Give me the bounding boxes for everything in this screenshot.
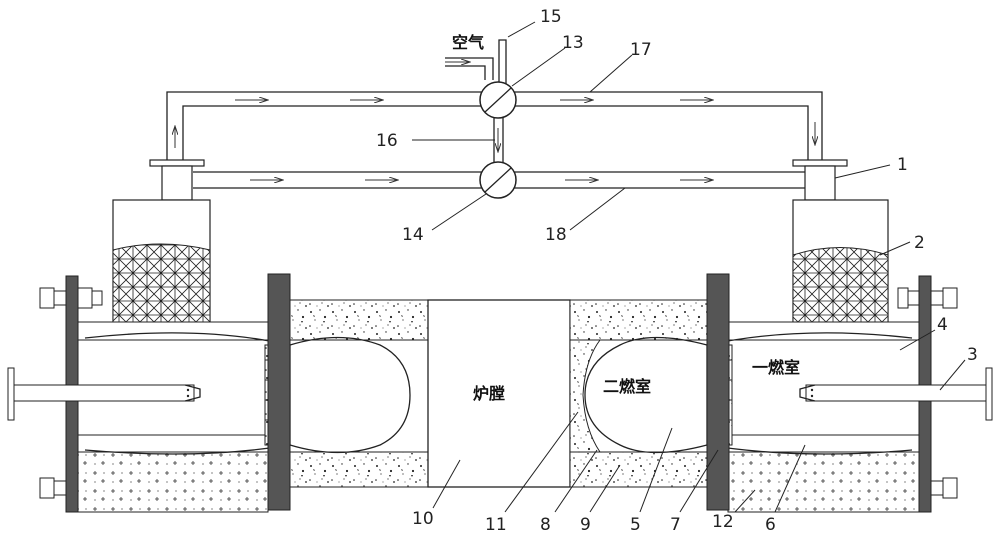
- valve-14: [479, 161, 517, 199]
- callout-1: 1: [897, 155, 908, 175]
- part-callouts: 15 13 17 16 14 18 1 2 4 3 10 11 8 9 5 7: [376, 7, 978, 535]
- left-refractory-block: [289, 299, 429, 488]
- callout-2: 2: [914, 233, 925, 253]
- callout-4: 4: [937, 315, 948, 335]
- right-refractory-block: [569, 299, 708, 488]
- valve-13: [479, 81, 517, 119]
- callout-14: 14: [402, 225, 424, 245]
- callout-15: 15: [540, 7, 562, 27]
- right-burner: [706, 159, 993, 513]
- callout-5: 5: [630, 515, 641, 535]
- furnace-label: 炉膛: [473, 384, 505, 403]
- callout-18: 18: [545, 225, 567, 245]
- primary-chamber-label: 一燃室: [752, 358, 800, 377]
- callout-8: 8: [540, 515, 551, 535]
- callout-17: 17: [630, 40, 652, 60]
- air-inlet-pipe-15: [445, 39, 507, 84]
- left-burner: [7, 159, 291, 513]
- callout-9: 9: [580, 515, 591, 535]
- callout-16: 16: [376, 131, 398, 151]
- callout-7: 7: [670, 515, 681, 535]
- air-label: 空气: [452, 33, 484, 52]
- callout-12: 12: [712, 512, 734, 532]
- callout-6: 6: [765, 515, 776, 535]
- bolt-icon: [897, 287, 958, 309]
- bolt-icon: [39, 287, 103, 309]
- callout-13: 13: [562, 33, 584, 53]
- secondary-chamber-label: 二燃室: [603, 377, 651, 396]
- connector-pipe-16: [493, 117, 504, 163]
- callout-11: 11: [485, 515, 507, 535]
- callout-3: 3: [967, 345, 978, 365]
- callout-10: 10: [412, 509, 434, 529]
